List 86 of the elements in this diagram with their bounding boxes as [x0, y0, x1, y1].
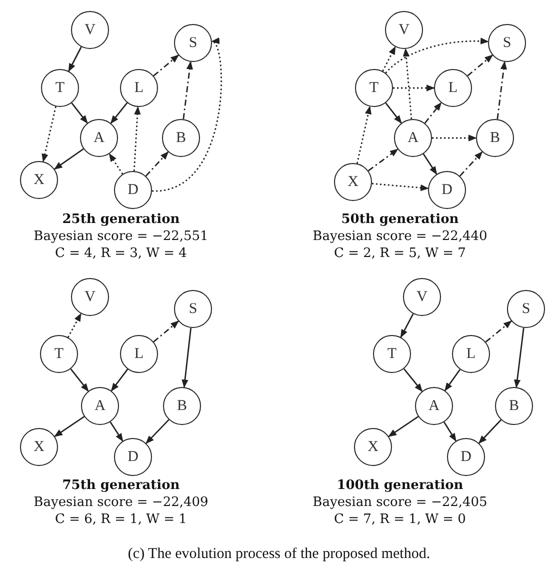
arrow [459, 151, 483, 177]
arrow [385, 102, 402, 124]
arrow [385, 38, 489, 74]
arrow [54, 148, 84, 170]
arrow [68, 46, 82, 72]
score-text: Bayesian score = −22,405 [312, 495, 488, 511]
arrow [514, 328, 524, 388]
arrow [146, 419, 170, 444]
arrow [145, 151, 169, 177]
node-circle: T [355, 69, 393, 107]
arrow [42, 106, 56, 162]
arrow [496, 61, 507, 120]
panel-title: 50th generation [341, 212, 459, 228]
node-circle: X [20, 428, 58, 466]
score-text: Bayesian score = −22,409 [34, 495, 208, 511]
arrow [478, 419, 502, 444]
node-circle: X [354, 428, 392, 466]
node-circle: T [373, 335, 411, 373]
node-circle: B [476, 119, 514, 157]
node-circle: L [120, 335, 158, 373]
arrow [110, 368, 128, 392]
node-circle: S [488, 24, 526, 62]
node-circle: D [428, 171, 466, 209]
node-circle: B [495, 387, 533, 425]
arrow [432, 134, 477, 142]
arrow [424, 102, 442, 124]
node-circle: L [434, 69, 472, 107]
arrow [182, 328, 192, 388]
score-text: Bayesian score = −22,551 [34, 229, 208, 245]
arrow [356, 106, 372, 164]
arrow [372, 182, 429, 192]
arrow [444, 369, 461, 392]
arrow [382, 46, 396, 72]
node-circle: V [385, 11, 423, 49]
score-text: C = 4, R = 3, W = 4 [55, 246, 187, 262]
arrow [152, 40, 222, 192]
node-circle: A [415, 387, 453, 425]
node-circle: D [447, 438, 485, 476]
score-text: C = 7, R = 1, W = 0 [334, 512, 466, 528]
arrow [110, 422, 124, 442]
node-circle: V [71, 278, 109, 316]
arrow [485, 320, 512, 343]
node-circle: A [81, 387, 119, 425]
arrow [153, 320, 180, 342]
node-circle: T [40, 335, 78, 373]
node-circle: V [403, 278, 441, 316]
score-text: C = 6, R = 1, W = 1 [55, 512, 187, 528]
arrow [182, 61, 193, 120]
arrow [71, 102, 88, 124]
node-circle: V [71, 11, 109, 49]
node-circle: A [394, 119, 432, 157]
arrow [403, 368, 423, 392]
panel-title: 25th generation [62, 212, 180, 228]
node-circle: S [174, 24, 212, 62]
arrow [110, 102, 128, 124]
arrow [422, 154, 438, 175]
arrow [402, 48, 412, 120]
node-circle: D [114, 171, 152, 209]
arrow [368, 148, 398, 172]
node-circle: X [20, 161, 58, 199]
panel-title: 75th generation [62, 478, 180, 494]
arrow [444, 422, 456, 442]
node-circle: S [507, 290, 545, 328]
score-text: Bayesian score = −22,440 [312, 229, 488, 245]
node-circle: B [162, 119, 200, 157]
arrow [400, 313, 414, 338]
arrow [467, 54, 494, 76]
panel-title: 100th generation [336, 478, 464, 494]
node-circle: A [80, 119, 118, 157]
arrow [108, 153, 124, 174]
node-circle: D [114, 438, 152, 476]
node-circle: S [174, 290, 212, 328]
arrow [393, 84, 435, 92]
arrow [153, 54, 180, 76]
arrow [54, 416, 85, 437]
node-circle: L [120, 69, 158, 107]
arrow [388, 416, 419, 437]
arrow [67, 312, 82, 338]
score-text: C = 2, R = 5, W = 7 [334, 246, 466, 262]
node-circle: X [334, 163, 372, 201]
arrow [133, 106, 141, 172]
node-circle: L [452, 335, 490, 373]
arrow [70, 368, 89, 392]
figure-caption: (c) The evolution process of the proposed method. [128, 546, 430, 562]
node-circle: B [163, 387, 201, 425]
node-circle: T [41, 69, 79, 107]
